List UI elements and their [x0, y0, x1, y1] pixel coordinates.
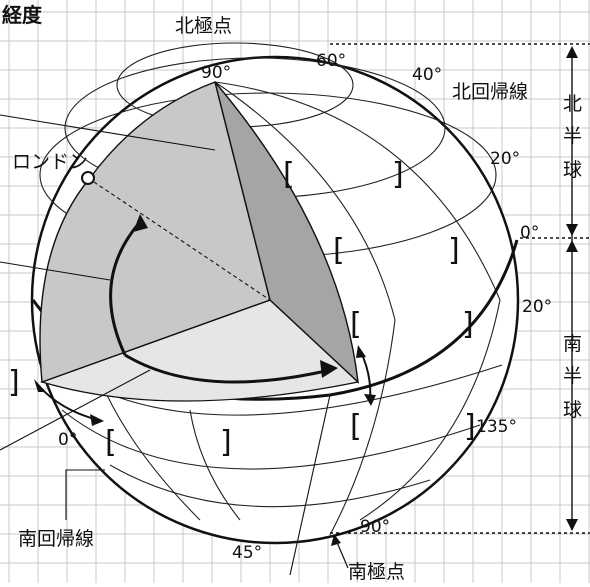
arrow-head-left-b	[90, 414, 104, 426]
leader-line-2	[0, 261, 111, 281]
arrow-heads	[34, 214, 376, 426]
degree-90-north: 90°	[201, 63, 231, 83]
north-pole-label: 北極点	[175, 15, 232, 37]
tropic-of-capricorn-label: 南回帰線	[18, 528, 94, 550]
cutaway-right-face	[214, 81, 359, 384]
london-marker	[81, 171, 95, 185]
london-radius-line	[87, 177, 271, 301]
south-pole-leader	[335, 539, 349, 569]
degree-0-longitude: 0°	[58, 430, 77, 450]
meridian-d	[189, 409, 241, 521]
blank-2-close: ]	[448, 233, 460, 268]
arrow-head-right-b	[364, 394, 376, 406]
degree-60: 60°	[316, 51, 346, 71]
cutaway-floor	[40, 299, 360, 402]
degree-45-longitude: 45°	[232, 543, 262, 563]
degree-40: 40°	[412, 65, 442, 85]
cutaway-left-face	[39, 81, 271, 383]
south-hemisphere-char-3: 球	[563, 399, 582, 421]
diagram-title: 経度	[2, 3, 43, 27]
north-hemisphere-char-3: 球	[563, 159, 582, 181]
degree-0-latitude: 0°	[520, 223, 539, 243]
degree-90-south: 90°	[360, 517, 390, 537]
north-top-arrowhead	[566, 46, 578, 58]
blank-4-close: ]	[8, 365, 20, 400]
scale-arrowheads	[566, 46, 578, 531]
degree-135-longitude: 135°	[476, 417, 517, 437]
arrow-head-longitude	[320, 360, 338, 378]
arrow-head-latitude	[133, 214, 148, 232]
blank-5-close: ]	[220, 425, 232, 460]
north-hemisphere-char-2: 半	[563, 125, 582, 147]
blank-5-open: [	[105, 425, 117, 460]
north-bottom-arrowhead	[566, 224, 578, 236]
blank-1-close: ]	[392, 157, 404, 192]
degree-20-south: 20°	[522, 297, 552, 317]
south-hemisphere-char-1: 南	[563, 333, 582, 355]
meridian-b	[214, 81, 396, 536]
south-hemisphere-char-2: 半	[563, 365, 582, 387]
blank-6-open: [	[350, 409, 362, 444]
answer-blanks: [ ] [ ] [ ] ] [ ] [ ]	[8, 157, 476, 460]
degree-20-north: 20°	[490, 149, 520, 169]
north-hemisphere-char-1: 北	[563, 93, 582, 115]
blank-2-open: [	[333, 233, 345, 268]
construction-lines	[0, 114, 331, 576]
south-bottom-arrowhead	[566, 519, 578, 531]
tropic-of-capricorn-line	[61, 409, 481, 470]
leader-line-1	[0, 114, 216, 151]
leader-line-4	[289, 394, 331, 576]
tropic-of-cancer-label: 北回帰線	[452, 81, 528, 103]
arrow-head-left-a	[34, 379, 46, 392]
tropic-of-capricorn-leader	[65, 469, 105, 520]
arrow-head-right-a	[356, 345, 366, 358]
blank-1-open: [	[283, 157, 295, 192]
south-pole-label: 南極点	[348, 561, 405, 583]
latitude-south-line	[109, 464, 431, 508]
blank-6-close: ]	[464, 409, 476, 444]
south-pole-leader-arrowhead	[331, 534, 341, 546]
leader-line-3	[0, 369, 151, 451]
south-top-arrowhead	[566, 240, 578, 252]
latitude-angle-arc	[109, 221, 142, 356]
longitude-angle-arc	[124, 353, 331, 384]
blank-3-open: [	[350, 307, 362, 342]
blank-3-close: ]	[462, 307, 474, 342]
london-label: ロンドン	[12, 151, 88, 173]
hemisphere-scale	[330, 43, 590, 534]
